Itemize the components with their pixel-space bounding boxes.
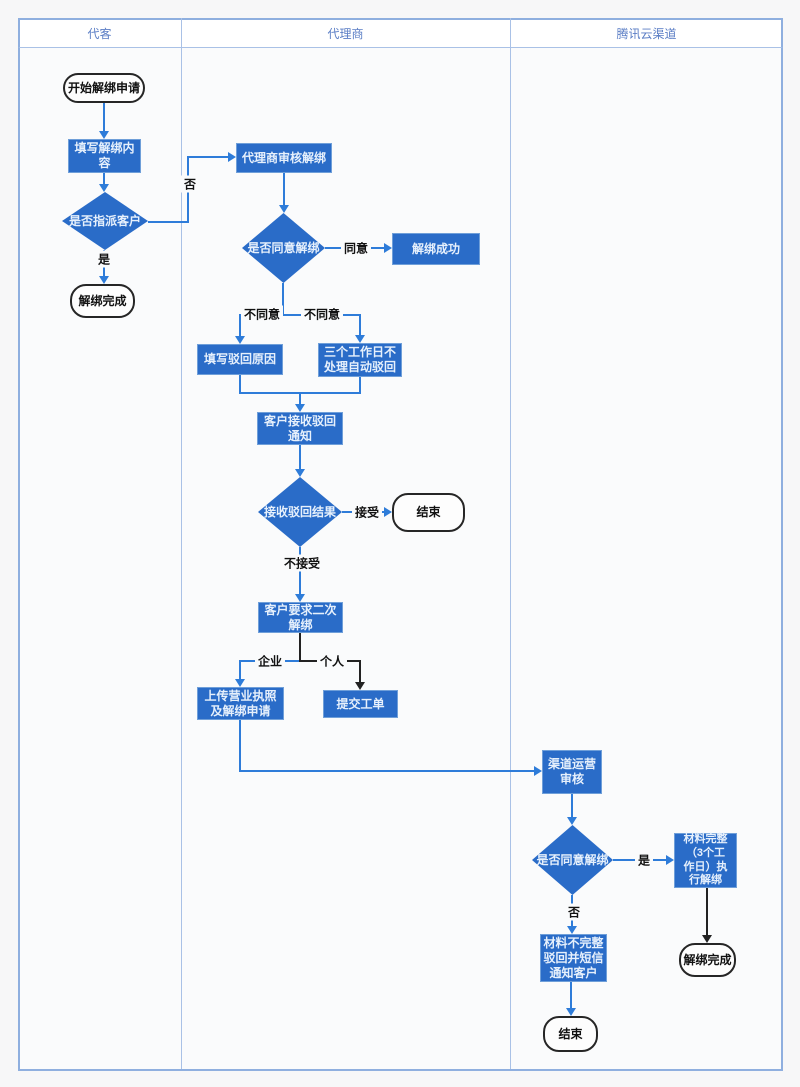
arrowhead (534, 766, 542, 776)
lane-title-agent: 代理商 (327, 27, 364, 41)
connector-upload-channel-v (239, 720, 241, 772)
node-submit-ticket: 提交工单 (323, 690, 398, 718)
connector-merge-notify (299, 392, 301, 406)
connector-assign-review-h1 (148, 221, 189, 223)
node-unbind-success: 解绑成功 (392, 233, 480, 265)
connector-split-autoreject (359, 314, 361, 337)
edge-label-personal: 个人 (316, 652, 348, 670)
connector-notify-result (299, 445, 301, 471)
lane-title-agent-customer: 代客 (87, 27, 112, 41)
connector-channel-agree2 (571, 794, 573, 819)
connector-review-agree1 (283, 173, 285, 207)
node-end-terminator-2: 结束 (543, 1016, 598, 1052)
edge-label-accept: 接受 (351, 503, 383, 521)
connector-upload-channel-h (239, 770, 536, 772)
connector-branch-personal-v (359, 660, 361, 684)
node-auto-reject: 三个工作日不处理自动驳回 (318, 343, 402, 377)
edge-label-yes-material: 是 (634, 851, 654, 869)
connector-autoreject-merge (359, 377, 361, 394)
node-unbind-done-terminator-1: 解绑完成 (70, 284, 135, 318)
node-start-terminator: 开始解绑申请 (63, 73, 145, 103)
node-agent-review: 代理商审核解绑 (236, 143, 332, 173)
connector-start-fill (103, 103, 105, 133)
arrowhead (228, 152, 236, 162)
arrowhead (384, 507, 392, 517)
arrowhead (702, 935, 712, 943)
connector-branch-enterprise-v (239, 660, 241, 681)
arrowhead (235, 336, 245, 344)
arrowhead (666, 855, 674, 865)
arrowhead (355, 682, 365, 690)
node-complete-material-execute: 材料完整（3个工作日）执行解绑 (674, 833, 737, 888)
arrowhead (355, 335, 365, 343)
node-end-terminator-1: 结束 (392, 493, 465, 532)
arrowhead (295, 594, 305, 602)
arrowhead (279, 205, 289, 213)
node-upload-license: 上传营业执照及解绑申请 (197, 687, 284, 720)
connector-assign-review-h2 (187, 156, 230, 158)
edge-label-disagree-left: 不同意 (240, 305, 284, 323)
arrowhead (99, 276, 109, 284)
edge-label-agree: 同意 (340, 239, 372, 257)
connector-fill-assign (103, 173, 105, 186)
edge-label-not-accept: 不接受 (280, 554, 324, 572)
arrowhead (567, 926, 577, 934)
node-unbind-done-terminator-2: 解绑完成 (679, 943, 736, 977)
connector-incomplete-end2 (570, 982, 572, 1010)
node-customer-receive-reject: 客户接收驳回通知 (257, 412, 343, 445)
node-second-unbind-request: 客户要求二次解绑 (258, 602, 343, 633)
swimlane-header-row (18, 18, 783, 48)
connector-secondunbind-branch-v (299, 633, 301, 662)
edge-label-no: 否 (180, 175, 200, 193)
edge-label-yes: 是 (94, 250, 114, 268)
arrowhead (295, 404, 305, 412)
arrowhead (567, 817, 577, 825)
connector-rejectreason-merge (239, 375, 241, 394)
node-fill-reject-reason: 填写驳回原因 (197, 344, 283, 375)
lane-divider-1 (181, 18, 182, 1069)
arrowhead (566, 1008, 576, 1016)
lane-divider-2 (510, 18, 511, 1069)
connector-split-rejectreason (239, 314, 241, 338)
edge-label-no-material: 否 (564, 903, 584, 921)
arrowhead (384, 243, 392, 253)
connector-agree1-split-h (239, 314, 361, 316)
edge-label-disagree-right: 不同意 (300, 305, 344, 323)
edge-label-enterprise: 企业 (254, 652, 286, 670)
swimlane-frame (18, 18, 783, 1071)
node-channel-ops-review: 渠道运营审核 (542, 750, 602, 794)
arrowhead (99, 131, 109, 139)
arrowhead (295, 469, 305, 477)
connector-complete-done2 (706, 888, 708, 937)
arrowhead (235, 679, 245, 687)
node-incomplete-material-reject: 材料不完整驳回并短信通知客户 (540, 934, 607, 982)
arrowhead (99, 184, 109, 192)
node-fill-unbind-content: 填写解绑内容 (68, 139, 141, 173)
connector-agree1-split-v (282, 283, 284, 316)
lane-title-tencent-channel: 腾讯云渠道 (616, 27, 677, 41)
connector-result-secondunbind (299, 547, 301, 596)
